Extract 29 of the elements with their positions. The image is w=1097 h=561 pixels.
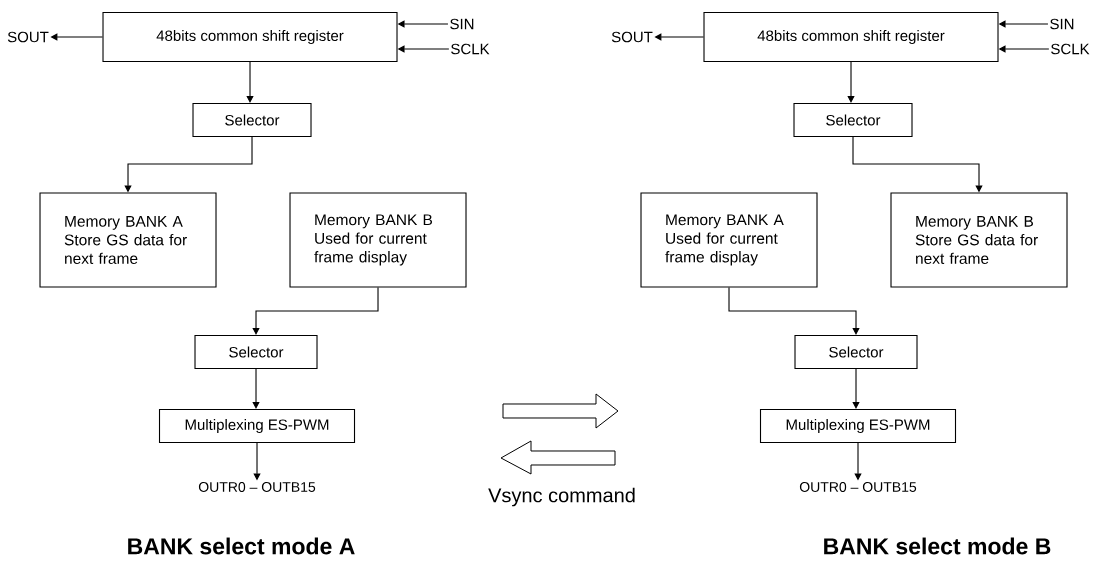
selector-box: Selector — [794, 334, 918, 370]
mode-title: BANK select mode B — [824, 537, 1051, 555]
memory-box: Memory BANK B Used for current frame display — [289, 192, 467, 288]
signal-label: SIN — [1050, 18, 1074, 30]
multiplexer-box: Multiplexing ES-PWM — [158, 408, 356, 444]
selector-box: Selector — [192, 102, 312, 138]
signal-label: SCLK — [451, 43, 490, 55]
mode-title: BANK select mode A — [128, 537, 355, 555]
register-box: 48bits common shift register — [703, 11, 999, 63]
signal-label: SIN — [450, 18, 474, 30]
caption: Vsync command — [488, 487, 635, 507]
memory-box: Memory BANK B Store GS data for next frame — [890, 192, 1068, 288]
output-label: OUTR0 – OUTB15 — [799, 482, 917, 492]
arrow — [246, 61, 254, 103]
arrow — [728, 287, 860, 335]
signal-label: SOUT — [611, 31, 653, 43]
register-box: 48bits common shift register — [102, 11, 398, 63]
memory-box: Memory BANK A Store GS data for next frame — [39, 192, 217, 288]
signal-label: SOUT — [7, 31, 49, 43]
signal-label: SCLK — [1051, 43, 1090, 55]
arrow — [252, 287, 379, 335]
selector-box: Selector — [194, 334, 318, 370]
output-label: OUTR0 – OUTB15 — [198, 482, 316, 492]
arrow — [252, 368, 260, 409]
memory-box: Memory BANK A Used for current frame display — [640, 192, 818, 288]
arrow — [852, 368, 860, 409]
multiplexer-box: Multiplexing ES-PWM — [759, 408, 957, 444]
selector-box: Selector — [793, 102, 913, 138]
arrow — [847, 61, 855, 103]
